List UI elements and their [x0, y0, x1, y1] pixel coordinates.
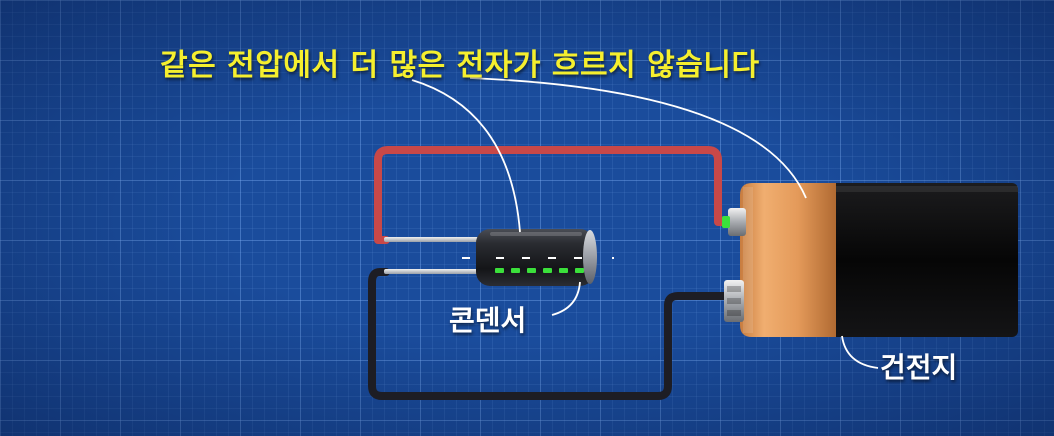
headline-caption: 같은 전압에서 더 많은 전자가 흐르지 않습니다 [160, 48, 760, 83]
capacitor-lead-bottom [384, 269, 480, 274]
callout-line-capacitor-label [551, 281, 581, 316]
capacitor-label: 콘덴서 [449, 304, 527, 337]
battery-positive-terminal [722, 208, 746, 236]
battery-label: 건전지 [880, 351, 958, 384]
battery-black-body [822, 183, 1018, 337]
battery [722, 183, 1018, 337]
callout-line-battery-label [841, 335, 879, 369]
callout-line-capacitor [411, 79, 521, 233]
capacitor-electrons [495, 268, 584, 273]
capacitor-plate-marks [462, 257, 614, 259]
capacitor-lead-top [384, 237, 480, 242]
battery-negative-terminal [724, 280, 744, 322]
callout-line-battery [469, 77, 807, 199]
capacitor [462, 229, 614, 286]
negative-wire [368, 268, 732, 400]
battery-copper-wrap [740, 183, 836, 337]
positive-wire [374, 146, 736, 244]
